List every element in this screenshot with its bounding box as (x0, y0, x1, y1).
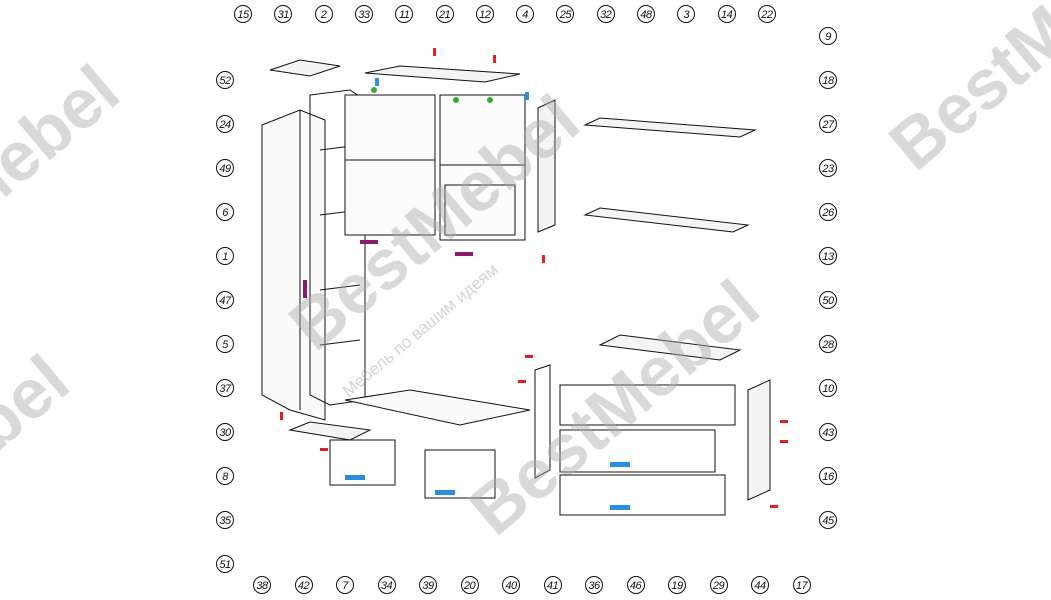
part-number-callout: 43 (819, 423, 837, 441)
wall-cabinet-left (344, 94, 436, 236)
part-number-callout: 33 (354, 5, 373, 23)
part-number-callout: 3 (677, 5, 696, 23)
part-number-callout: 46 (626, 576, 645, 594)
part-number-callout: 41 (543, 576, 562, 594)
wall-shelf-lower (583, 207, 750, 233)
part-number-callout: 31 (274, 5, 293, 23)
part-number-callout: 22 (757, 5, 776, 23)
part-number-callout: 10 (819, 379, 837, 397)
drawer-2 (559, 429, 716, 473)
part-number-callout: 37 (216, 379, 234, 397)
drawer-3 (559, 474, 726, 516)
part-number-callout: 39 (419, 576, 437, 594)
part-number-callout: 42 (294, 576, 313, 594)
drawer-chest-top (598, 334, 742, 361)
part-number-callout: 50 (819, 291, 837, 309)
part-number-callout: 18 (819, 71, 837, 89)
part-number-callout: 44 (751, 576, 769, 594)
side-panel-chest (747, 379, 771, 501)
drawer-center (424, 449, 496, 499)
part-number-callout: 16 (819, 467, 837, 485)
wall-cabinet-right (439, 94, 526, 241)
part-number-callout: 49 (216, 159, 234, 177)
fittings-blue (345, 78, 630, 510)
part-number-callout: 27 (819, 115, 837, 133)
top-panel (364, 65, 521, 83)
fittings-green (371, 87, 493, 103)
part-number-callout: 9 (819, 27, 837, 45)
part-number-callout: 1 (216, 247, 234, 265)
part-number-callout: 47 (216, 291, 234, 309)
part-number-callout: 52 (216, 71, 234, 89)
part-number-callout: 36 (585, 576, 603, 594)
part-number-callout: 26 (819, 203, 837, 221)
top-shelf-panel (269, 59, 341, 77)
part-number-callout: 30 (216, 423, 234, 441)
part-number-callout: 28 (819, 335, 837, 353)
part-number-callout: 5 (216, 335, 234, 353)
part-number-callout: 14 (717, 5, 736, 23)
handles (303, 240, 473, 298)
part-number-callout: 29 (709, 576, 728, 594)
part-number-callout: 51 (216, 555, 234, 573)
part-number-callout: 40 (502, 576, 520, 594)
part-number-callout: 48 (637, 5, 655, 23)
side-panel-upper (537, 99, 556, 233)
part-number-callout: 13 (819, 247, 837, 265)
part-number-callout: 2 (314, 5, 333, 23)
part-number-callout: 15 (234, 5, 252, 23)
part-number-callout: 25 (556, 5, 575, 23)
part-number-callout: 20 (460, 576, 479, 594)
side-panel-small (534, 364, 551, 479)
part-number-callout: 45 (819, 511, 837, 529)
tv-unit-bottom-shelf (288, 421, 372, 441)
part-number-callout: 7 (336, 576, 354, 594)
part-number-callout: 32 (596, 5, 615, 23)
fittings-red (280, 48, 788, 508)
drawer-left (329, 439, 396, 486)
part-number-callout: 19 (668, 576, 686, 594)
drawer-1 (559, 384, 736, 426)
tall-side-panel (261, 109, 326, 421)
part-number-callout: 6 (216, 203, 234, 221)
part-number-callout: 34 (377, 576, 396, 594)
part-number-callout: 35 (216, 511, 234, 529)
part-number-callout: 24 (216, 115, 234, 133)
part-number-callout: 38 (253, 576, 271, 594)
part-number-callout: 12 (475, 5, 494, 23)
part-number-callout: 21 (435, 5, 454, 23)
part-number-callout: 17 (792, 576, 811, 594)
tv-unit-top (344, 389, 531, 426)
part-number-callout: 11 (395, 5, 414, 23)
part-number-callout: 8 (216, 467, 234, 485)
wall-shelf-upper (583, 117, 757, 138)
part-number-callout: 4 (516, 5, 535, 23)
part-number-callout: 23 (819, 159, 837, 177)
